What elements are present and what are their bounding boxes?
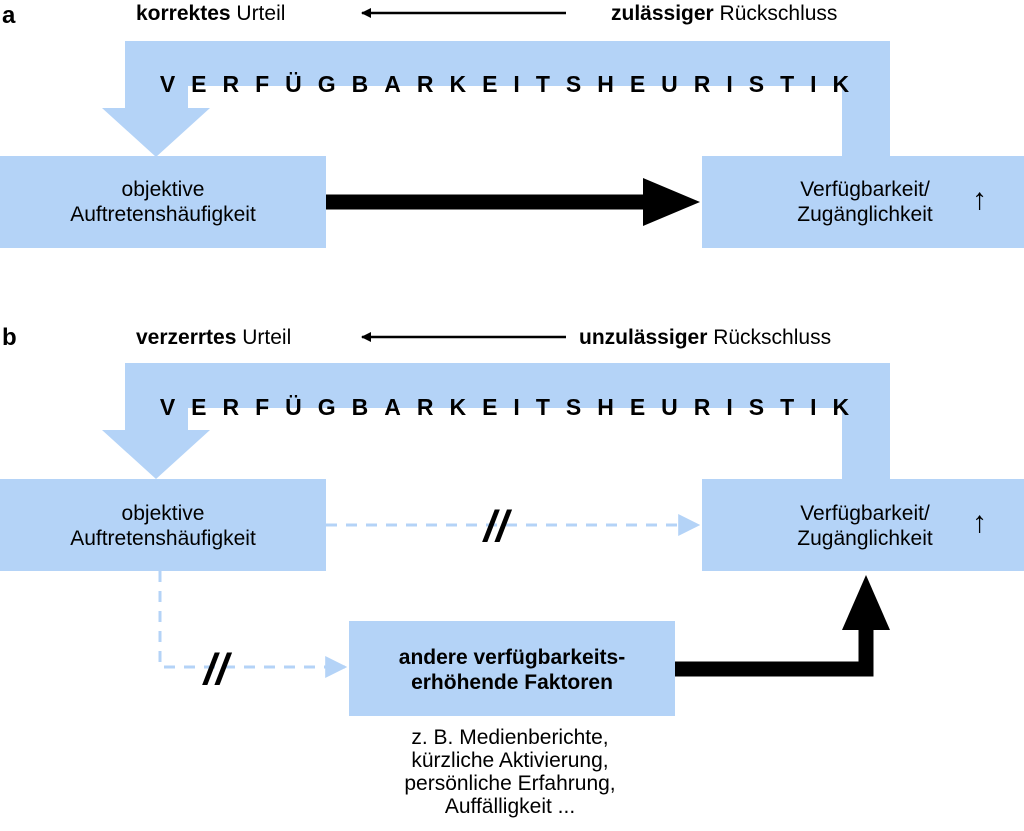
inference-bold-b: unzulässiger: [579, 326, 708, 349]
availability-line2-b: Zugänglichkeit: [797, 527, 933, 550]
availability-label-a: Verfügbarkeit/ Zugänglichkeit: [760, 177, 970, 227]
inference-bold-a: zulässiger: [611, 2, 714, 25]
objective-frequency-line1-b: objektive: [121, 502, 205, 525]
panel-letter-b: b: [2, 324, 17, 351]
judgement-label-b: verzerrtes Urteil: [136, 326, 291, 350]
availability-line2-a: Zugänglichkeit: [797, 203, 933, 226]
other-factors-line1: andere verfügbarkeits-: [398, 646, 626, 669]
availability-label-b: Verfügbarkeit/ Zugänglichkeit: [760, 501, 970, 551]
panel-b: // //: [0, 332, 1024, 716]
objective-frequency-line1-a: objektive: [121, 178, 205, 201]
inference-rest-b: Rückschluss: [707, 326, 832, 349]
increase-arrow-icon-b: ↑: [972, 506, 987, 539]
objective-frequency-label-b: objektive Auftretenshäufigkeit: [0, 501, 326, 551]
inference-rest-a: Rückschluss: [713, 2, 838, 25]
availability-line1-a: Verfügbarkeit/: [800, 178, 930, 201]
dashed-arrow-to-factors: [158, 571, 348, 678]
other-factors-box: [349, 621, 675, 716]
panel-letter-a: a: [2, 2, 16, 29]
other-factors-label: andere verfügbarkeits- erhöhende Faktore…: [349, 645, 675, 695]
example-line-1: z. B. Medienberichte,: [411, 726, 609, 749]
factor-examples: z. B. Medienberichte, kürzliche Aktivier…: [330, 726, 690, 818]
judgement-rest-a: Urteil: [230, 2, 286, 25]
heuristic-title-b: VERFÜGBARKEITSHEURISTIK: [159, 394, 866, 420]
break-mark-factors: //: [202, 645, 233, 694]
objective-frequency-box-b: [0, 479, 326, 571]
heuristic-title-a: VERFÜGBARKEITSHEURISTIK: [159, 71, 866, 97]
judgement-rest-b: Urteil: [236, 326, 292, 349]
objective-frequency-box-a: [0, 156, 326, 248]
objective-frequency-label-a: objektive Auftretenshäufigkeit: [0, 177, 326, 227]
thick-arrowhead-a: [643, 178, 700, 226]
break-mark-direct: //: [482, 502, 513, 551]
judgement-bold-b: verzerrtes: [136, 326, 237, 349]
judgement-bold-a: korrektes: [136, 2, 231, 25]
thick-arrowhead-b: [842, 575, 890, 630]
other-factors-line2: erhöhende Faktoren: [411, 671, 613, 694]
judgement-label-a: korrektes Urteil: [136, 2, 285, 26]
increase-arrow-icon-a: ↑: [972, 183, 987, 216]
objective-frequency-line2-b: Auftretenshäufigkeit: [70, 527, 256, 550]
heuristic-loop-a: [102, 41, 890, 157]
example-line-4: Auffälligkeit ...: [444, 795, 576, 818]
inference-label-a: zulässiger Rückschluss: [611, 2, 837, 26]
availability-box-a: [702, 156, 1024, 248]
heuristic-loop-b: [102, 363, 890, 479]
inference-label-b: unzulässiger Rückschluss: [579, 326, 831, 350]
panel-a: [0, 8, 1024, 248]
thick-arrow-b: [675, 628, 874, 677]
example-line-3: persönliche Erfahrung,: [404, 772, 616, 795]
availability-line1-b: Verfügbarkeit/: [800, 502, 930, 525]
example-line-2: kürzliche Aktivierung,: [411, 749, 609, 772]
availability-box-b: [702, 479, 1024, 571]
objective-frequency-line2-a: Auftretenshäufigkeit: [70, 203, 256, 226]
